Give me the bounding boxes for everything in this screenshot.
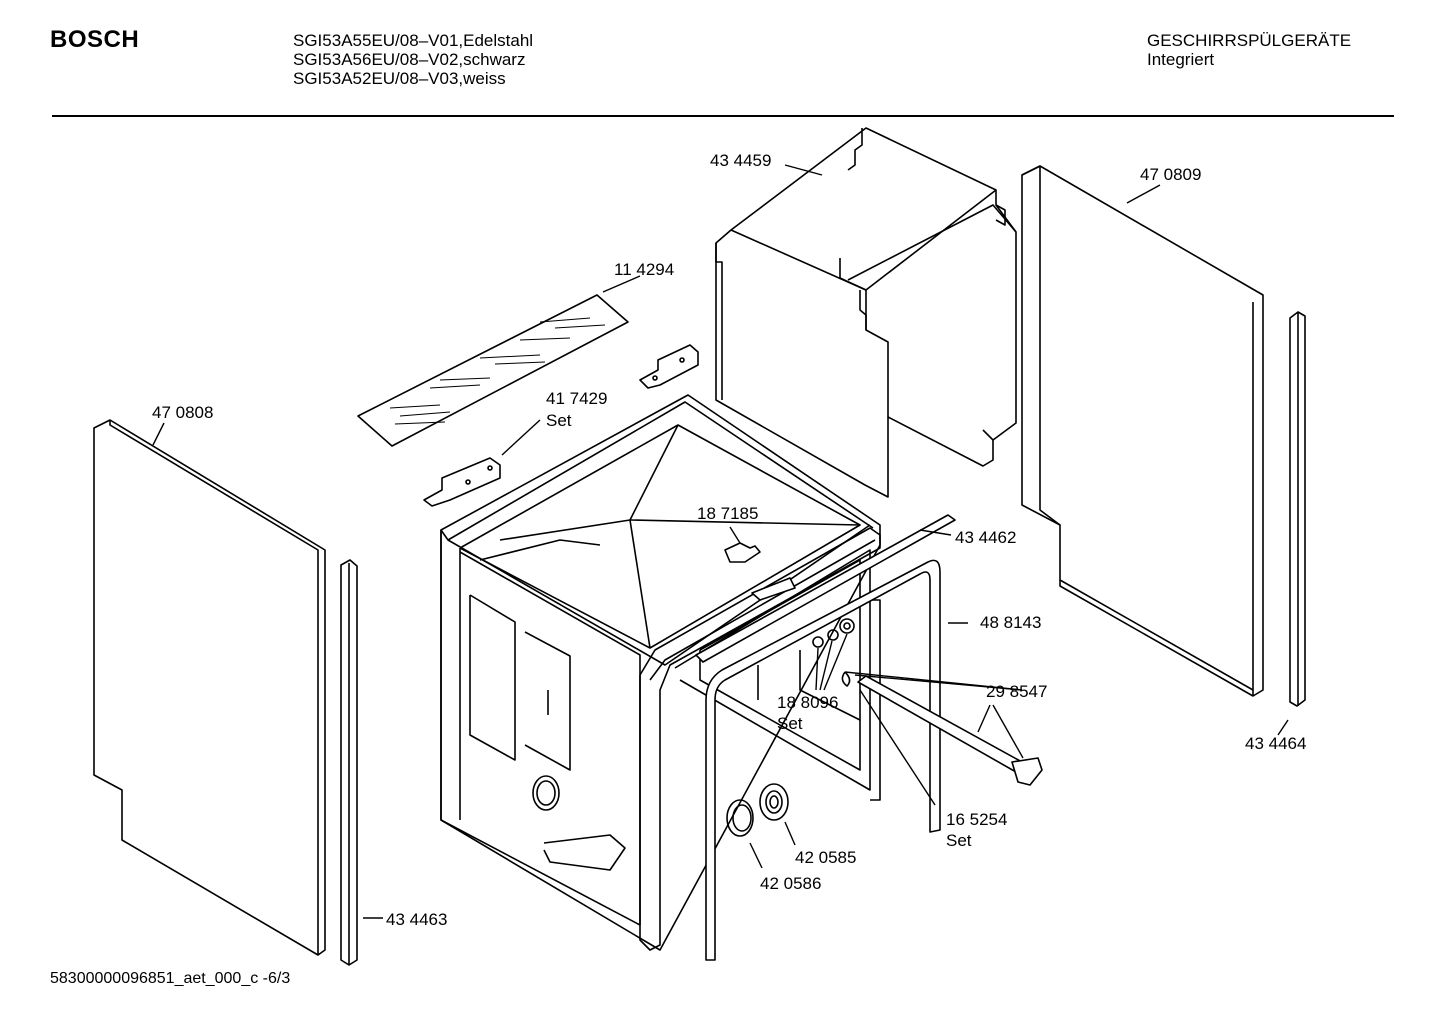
part-label-488143: 48 8143 xyxy=(980,613,1041,632)
part-label-434459: 43 4459 xyxy=(710,151,771,170)
tub-front-frame xyxy=(639,527,881,951)
mounting-bracket-upper xyxy=(639,344,699,389)
part-label-434462: 43 4462 xyxy=(955,528,1016,547)
brand-logo: BOSCH xyxy=(50,26,140,53)
model-list: SGI53A55EU/08–V01,Edelstahl SGI53A56EU/0… xyxy=(293,31,533,88)
right-side-panel xyxy=(1021,165,1264,697)
part-label-114294: 11 4294 xyxy=(614,260,674,279)
part-label-470808: 47 0808 xyxy=(152,403,213,422)
model-line-1: SGI53A55EU/08–V01,Edelstahl xyxy=(293,31,534,50)
part-label-187185: 18 7185 xyxy=(697,504,758,523)
seal-rings xyxy=(726,783,789,837)
door-seal xyxy=(705,559,941,961)
hook-part xyxy=(724,542,761,563)
part-label-434464: 43 4464 xyxy=(1245,734,1306,753)
screw-set xyxy=(812,618,855,648)
part-label-188096: 18 8096 xyxy=(777,693,838,712)
mounting-bracket-lower xyxy=(423,457,501,507)
left-side-panel xyxy=(93,419,326,956)
leader-lines xyxy=(152,164,1289,919)
category-subtitle: Integriert xyxy=(1147,50,1215,69)
part-label-165254-set: Set xyxy=(946,831,972,850)
category-block: GESCHIRRSPÜLGERÄTE Integriert xyxy=(1147,31,1351,69)
left-trim-strip xyxy=(340,559,358,966)
part-label-420585: 42 0585 xyxy=(795,848,856,867)
part-label-188096-set: Set xyxy=(777,714,803,733)
hinge-rod xyxy=(841,671,1043,786)
header-divider xyxy=(52,115,1394,117)
part-label-470809: 47 0809 xyxy=(1140,165,1201,184)
insulation-sheet xyxy=(357,294,629,447)
part-label-417429-set: Set xyxy=(546,411,572,430)
part-label-165254: 16 5254 xyxy=(946,810,1007,829)
model-line-2: SGI53A56EU/08–V02,schwarz xyxy=(293,50,526,69)
document-id: 58300000096851_aet_000_c -6/3 xyxy=(50,970,291,987)
right-trim-strip xyxy=(1289,311,1306,707)
part-label-420586: 42 0586 xyxy=(760,874,821,893)
model-line-3: SGI53A52EU/08–V03,weiss xyxy=(293,69,506,88)
top-cover-box xyxy=(715,127,1017,498)
part-label-417429: 41 7429 xyxy=(546,389,607,408)
part-label-434463: 43 4463 xyxy=(386,910,447,929)
upper-seal-strip xyxy=(695,514,956,663)
part-label-298547: 29 8547 xyxy=(986,682,1047,701)
category-title: GESCHIRRSPÜLGERÄTE xyxy=(1147,31,1352,50)
